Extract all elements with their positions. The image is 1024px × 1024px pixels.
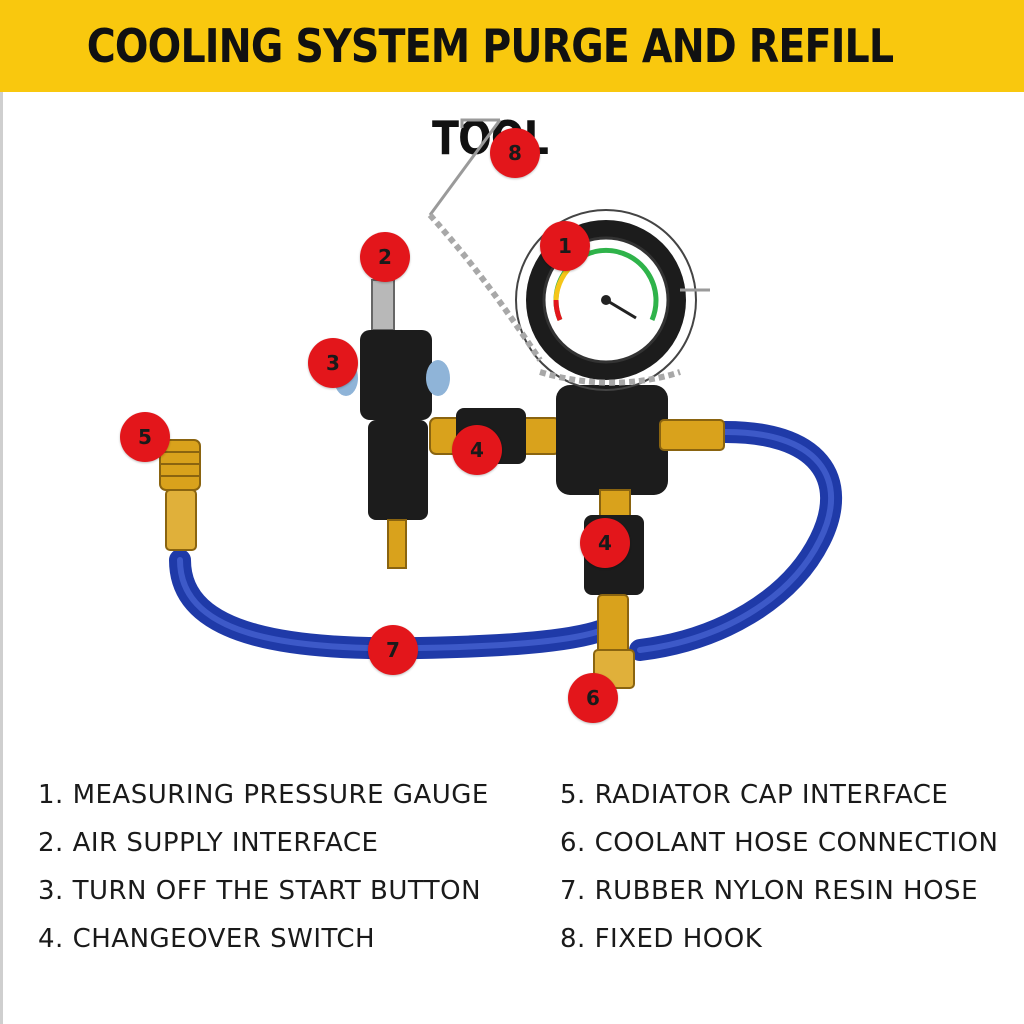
legend-item-1: 1. MEASURING PRESSURE GAUGE xyxy=(38,780,489,810)
page-title: COOLING SYSTEM PURGE AND REFILL TOOL xyxy=(86,19,894,165)
marker-3: 3 xyxy=(308,338,358,388)
legend-item-5: 5. RADIATOR CAP INTERFACE xyxy=(560,780,949,810)
chain-and-hook xyxy=(427,118,710,386)
marker-5: 5 xyxy=(120,412,170,462)
title-banner: COOLING SYSTEM PURGE AND REFILL TOOL xyxy=(0,0,1024,165)
legend-item-8: 8. FIXED HOOK xyxy=(560,924,763,954)
main-body xyxy=(556,385,725,689)
marker-4-lower: 4 xyxy=(580,518,630,568)
marker-7: 7 xyxy=(368,625,418,675)
marker-1: 1 xyxy=(540,221,590,271)
divider xyxy=(0,92,3,1024)
rubber-hose-upper xyxy=(629,420,843,661)
legend-item-6: 6. COOLANT HOSE CONNECTION xyxy=(560,828,999,858)
legend-item-7: 7. RUBBER NYLON RESIN HOSE xyxy=(560,876,978,906)
marker-4-center: 4 xyxy=(452,425,502,475)
legend-item-2: 2. AIR SUPPLY INTERFACE xyxy=(38,828,379,858)
legend-item-3: 3. TURN OFF THE START BUTTON xyxy=(38,876,482,906)
marker-8: 8 xyxy=(490,128,540,178)
marker-2: 2 xyxy=(360,232,410,282)
radiator-cap-fitting xyxy=(159,439,201,551)
marker-6: 6 xyxy=(568,673,618,723)
legend-item-4: 4. CHANGEOVER SWITCH xyxy=(38,924,376,954)
